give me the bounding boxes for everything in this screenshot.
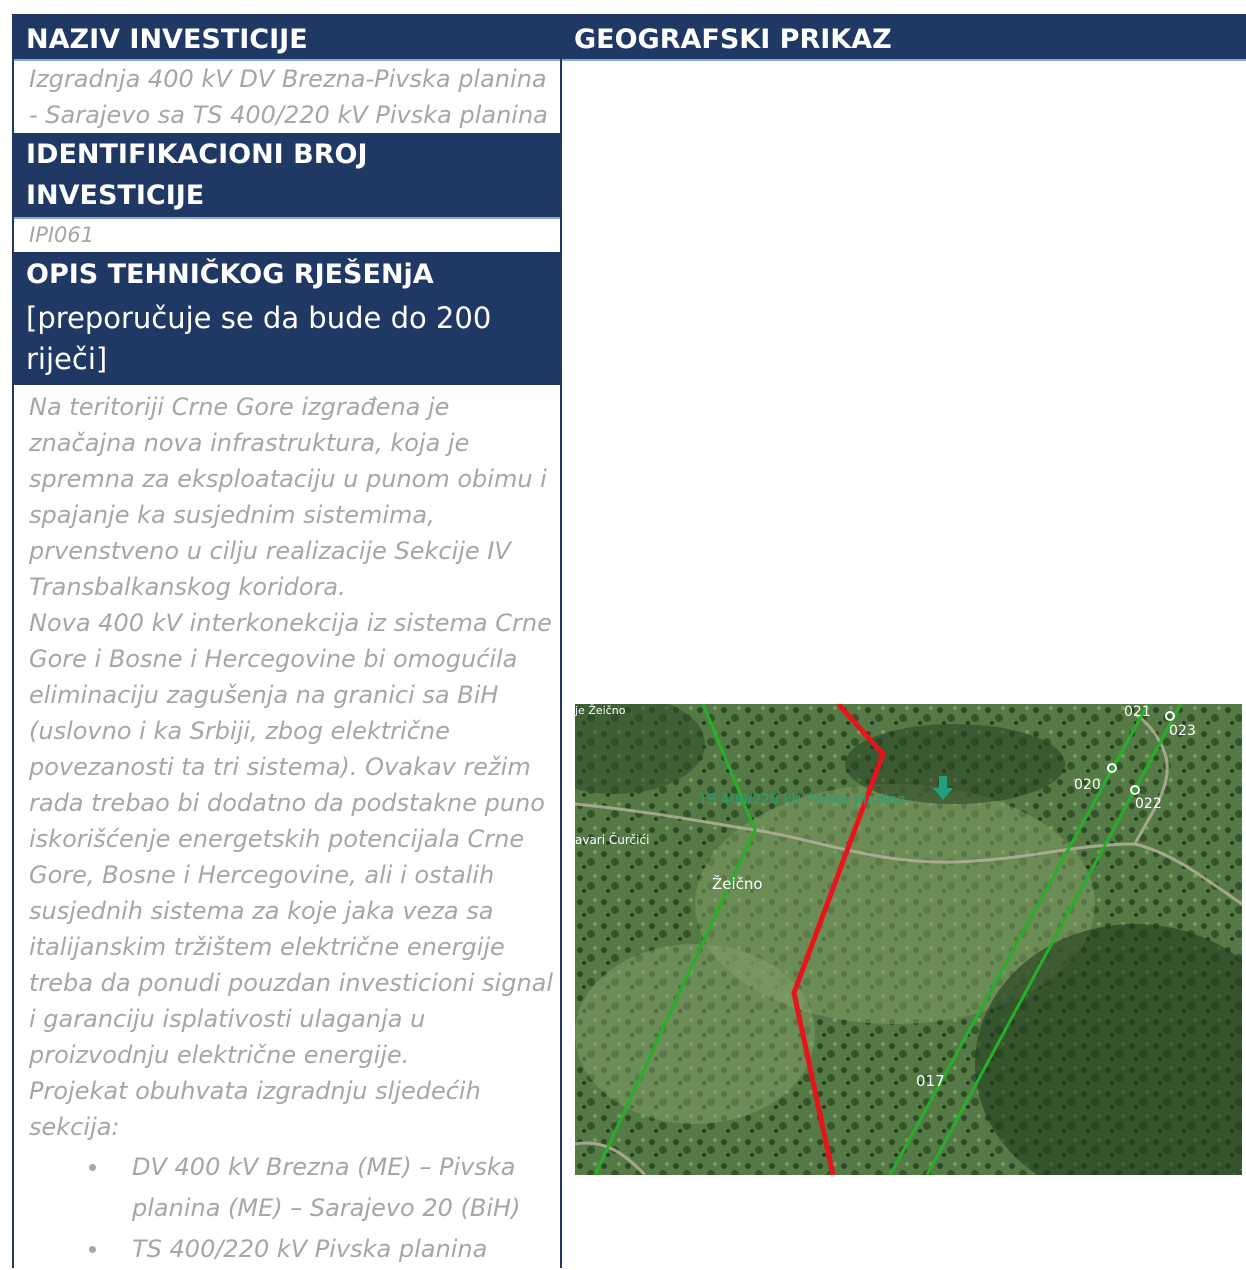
description-line: sekcija: [29,1113,120,1141]
tower-label: 022 [1135,796,1162,812]
map-forest [845,724,1065,804]
description-line: prvenstveno u cilju realizacije Sekcije … [29,537,511,565]
map-road [575,1141,647,1175]
bullet-icon [89,1164,96,1171]
investment-id-heading-line-1: IDENTIFIKACIONI BROJ [26,139,368,170]
substation-label: TS 400/220 kV Pivska planina [698,792,906,808]
investment-id-heading: IDENTIFIKACIONI BROJ INVESTICIJE [14,133,560,217]
hamlet-label: avari Čurčići [575,832,649,847]
planned-line [791,704,886,1175]
document-page: NAZIV INVESTICIJE Izgradnja 400 kV DV Br… [12,14,1246,1268]
word-limit-note-line-2: riječi] [26,342,108,376]
description-line: susjednih sistema za koje jaka veza sa [29,897,494,925]
technical-description-heading: OPIS TEHNIČKOG RJEŠENjA [preporučuje se … [14,252,560,385]
map-svg: 021 023 020 022 017 TS 400/220 kV Pivska… [575,704,1242,1175]
description-line: eliminaciju zagušenja na granici sa BiH [29,681,499,709]
description-line: treba da ponudi pouzdan investicioni sig… [29,969,554,997]
satellite-map: 021 023 020 022 017 TS 400/220 kV Pivska… [575,704,1242,1175]
technical-description-body: Na teritoriji Crne Gore izgrađena je zna… [14,385,560,1145]
sections-list: DV 400 kV Brezna (ME) – Pivska planina (… [14,1147,560,1270]
right-column: GEOGRAFSKI PRIKAZ [560,14,1246,1268]
existing-line-west [593,704,757,1175]
existing-line-east-1 [888,704,1150,1175]
existing-line-east-2 [925,704,1183,1175]
description-line: italijanskim tržištem električne energij… [29,933,505,961]
description-line: spajanje ka susjednim sistemima, [29,501,435,529]
village-label: Žeično [712,874,763,893]
description-line: Gore, Bosne i Hercegovine, ali i ostalih [29,861,495,889]
tower-marker-icon [1165,711,1175,721]
investment-name-value: Izgradnja 400 kV DV Brezna-Pivska planin… [14,61,560,133]
geographic-view-heading: GEOGRAFSKI PRIKAZ [562,14,1246,59]
description-line: iskorišćenje energetskih potencijala Crn… [29,825,525,853]
tower-label: 021 [1124,704,1151,720]
description-line: i garanciju isplativosti ulaganja u [29,1005,426,1033]
map-road [1133,712,1169,845]
bullet-icon [89,1246,96,1253]
list-item-line-1: DV 400 kV Brezna (ME) – Pivska [132,1153,516,1181]
description-line: proizvodnju električne energije. [29,1041,410,1069]
tower-label: 017 [916,1072,945,1090]
description-line: spremna za eksploataciju u punom obimu i [29,465,547,493]
substation-arrow-icon [933,776,953,800]
description-line: Na teritoriji Crne Gore izgrađena je [29,393,450,421]
investment-name-line-2: - Sarajevo sa TS 400/220 kV Pivska plani… [29,101,548,129]
list-item-line-2: planina (ME) – Sarajevo 20 (BiH) [132,1194,521,1222]
map-forest [575,704,705,794]
investment-name-heading-text: NAZIV INVESTICIJE [26,24,308,55]
investment-id-value: IPI061 [29,223,95,247]
description-line: povezanosti ta tri sistema). Ovakav reži… [29,753,531,781]
word-limit-note-line-1: [preporučuje se da bude do 200 [26,301,492,335]
tower-marker-icon [1107,763,1117,773]
hamlet-label: je Žeično [575,704,626,717]
map-road [575,802,1242,906]
description-line: (uslovno i ka Srbiji, zbog električne [29,717,450,745]
description-line: značajna nova infrastruktura, koja je [29,429,470,457]
map-meadow [695,784,1095,1024]
divider [14,217,560,219]
description-line: Nova 400 kV interkonekcija iz sistema Cr… [29,609,552,637]
map-meadow [575,944,815,1124]
list-item: DV 400 kV Brezna (ME) – Pivska planina (… [14,1147,560,1229]
investment-name-line-1: Izgradnja 400 kV DV Brezna-Pivska planin… [29,65,547,93]
description-line: Transbalkanskog koridora. [29,573,346,601]
tower-label: 020 [1074,777,1101,793]
divider [14,59,560,61]
left-column: NAZIV INVESTICIJE Izgradnja 400 kV DV Br… [12,14,560,1268]
description-line: rada trebao bi dodatno da podstakne puno [29,789,545,817]
investment-id-heading-line-2: INVESTICIJE [26,180,205,211]
geographic-view-heading-text: GEOGRAFSKI PRIKAZ [574,24,892,55]
divider [562,59,1246,61]
map-forest [975,924,1242,1175]
description-line: Projekat obuhvata izgradnju sljedećih [29,1077,481,1105]
investment-name-heading: NAZIV INVESTICIJE [14,14,560,59]
tower-marker-icon [1130,785,1140,795]
list-item: TS 400/220 kV Pivska planina [14,1229,560,1270]
description-line: Gore i Bosne i Hercegovine bi omogućila [29,645,518,673]
technical-description-heading-text: OPIS TEHNIČKOG RJEŠENjA [26,259,434,290]
list-item-line-1: TS 400/220 kV Pivska planina [132,1235,488,1263]
tower-label: 023 [1169,723,1196,739]
